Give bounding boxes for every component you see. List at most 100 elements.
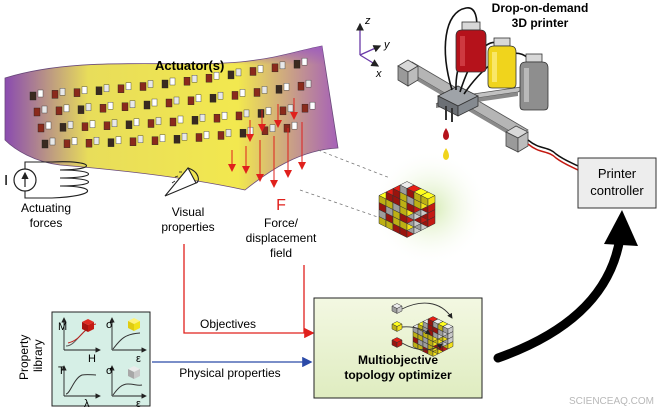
- actuator-cell: [173, 133, 188, 144]
- actuator-cell: [235, 109, 250, 121]
- actuator-cell: [143, 98, 158, 110]
- coil-icon: [13, 161, 90, 199]
- red-ink-bottle: [455, 21, 487, 73]
- actuator-cell: [117, 82, 132, 93]
- actuator-cell: [279, 104, 294, 116]
- actuator-sheet: [4, 45, 339, 191]
- actuator-cell: [209, 91, 224, 103]
- objectives-arrows: [183, 244, 315, 339]
- printer-gantry: [397, 59, 529, 153]
- plot-t-lambda: [61, 365, 101, 399]
- actuator-cell: [231, 89, 246, 100]
- actuator-cell: [297, 79, 312, 91]
- actuator-cell: [95, 84, 110, 95]
- printer-controller-label-2: controller: [590, 183, 644, 198]
- actuator-cell: [183, 75, 198, 86]
- force-arrows: [228, 98, 306, 188]
- actuator-cell: [41, 137, 56, 149]
- actuator-cell: [59, 121, 74, 132]
- force-field-label-3: field: [270, 246, 292, 260]
- property-library-label-2: library: [31, 339, 45, 372]
- plot-2-y-symbol: σ: [106, 319, 113, 331]
- actuator-cell: [147, 117, 162, 128]
- voxel-3-0-3-right: [427, 195, 436, 207]
- actuator-cell: [205, 71, 220, 83]
- actuator-cell: [81, 120, 96, 131]
- property-library-label-1: Property: [17, 335, 31, 380]
- actuator-cell: [129, 135, 144, 146]
- actuator-cell: [63, 137, 78, 148]
- optimizer-title-2: topology optimizer: [344, 368, 452, 382]
- actuator-cell: [195, 131, 210, 142]
- actuator-cell: [191, 114, 206, 125]
- printer-controller-box: [577, 157, 657, 209]
- plot-1-x-symbol: H: [88, 353, 96, 365]
- actuator-cell: [125, 118, 140, 129]
- optimizer-box: [313, 297, 483, 399]
- controller-cable-black: [527, 139, 579, 167]
- printer-controller-label-1: Printer: [598, 166, 637, 181]
- force-field-label-2: displacement: [246, 231, 317, 245]
- actuating-forces-label-1: Actuating: [21, 201, 71, 215]
- actuator-cell: [55, 104, 70, 116]
- print-flow-arrow: [493, 233, 625, 363]
- actuator-cell: [187, 94, 202, 105]
- actuator-cell: [301, 101, 316, 113]
- legend-grey-cube-right: [396, 305, 403, 314]
- legend-red-cube-right: [396, 339, 403, 348]
- yellow-droplet-icon: [443, 148, 449, 160]
- actuator-cell: [151, 134, 166, 145]
- actuator-cell: [33, 105, 48, 117]
- actuating-forces-label-2: forces: [30, 216, 63, 230]
- actuator-cell: [227, 68, 242, 80]
- visual-properties-label-2: properties: [161, 220, 214, 234]
- actuator-cell: [217, 129, 232, 140]
- actuator-cell-grid: [29, 57, 316, 149]
- zoom-line-bottom: [299, 189, 393, 223]
- yellow-ink-bottle: [487, 37, 517, 89]
- actuator-cell: [169, 115, 184, 127]
- axis-z-label: z: [364, 15, 371, 27]
- printer-title-2: 3D printer: [512, 16, 569, 30]
- actuator-cell: [271, 61, 286, 73]
- physical-properties-label: Physical properties: [179, 366, 280, 380]
- controller-cable-red: [527, 143, 579, 171]
- plot-4-y-symbol: σ: [106, 365, 113, 377]
- plot-3-y-symbol: T: [58, 365, 65, 377]
- actuator-cell: [51, 88, 66, 99]
- actuator-cell: [253, 86, 268, 97]
- plot-1-y-symbol: M: [58, 321, 67, 333]
- grey-ink-bottle: [519, 53, 549, 111]
- actuator-cell: [99, 102, 114, 113]
- actuator-cell: [103, 119, 118, 130]
- actuator-cell: [107, 136, 122, 147]
- optimizer-legend-cubes: [391, 302, 453, 351]
- actuator-cell: [37, 121, 52, 133]
- actuator-cell: [73, 86, 88, 97]
- actuator-cell: [29, 89, 44, 101]
- force-field-label-1: Force/: [264, 216, 299, 230]
- actuator-cell: [161, 77, 176, 89]
- eye-icon: [164, 167, 199, 197]
- current-symbol: I: [4, 172, 8, 189]
- legend-yellow-cube-right: [396, 323, 403, 332]
- plot-sigma-epsilon-2: [109, 365, 147, 399]
- actuator-cell: [283, 121, 298, 133]
- plot-sigma-epsilon-1: [109, 317, 147, 353]
- actuator-cell: [121, 100, 136, 111]
- actuator-cell: [293, 57, 308, 69]
- axis-x-label: x: [375, 68, 382, 80]
- plot-2-x-symbol: ε: [136, 353, 141, 365]
- actuator-cell: [85, 137, 100, 148]
- print-flow-arrowhead: [604, 210, 638, 246]
- axes-gizmo: [356, 22, 382, 67]
- force-symbol: F: [276, 197, 286, 214]
- actuator-cell: [249, 65, 264, 76]
- actuator-cell: [275, 83, 290, 94]
- voxel-cube: [378, 181, 436, 238]
- actuator-cell: [257, 107, 272, 118]
- plot-4-x-symbol: ε: [136, 398, 141, 410]
- actuator-cell: [213, 111, 228, 123]
